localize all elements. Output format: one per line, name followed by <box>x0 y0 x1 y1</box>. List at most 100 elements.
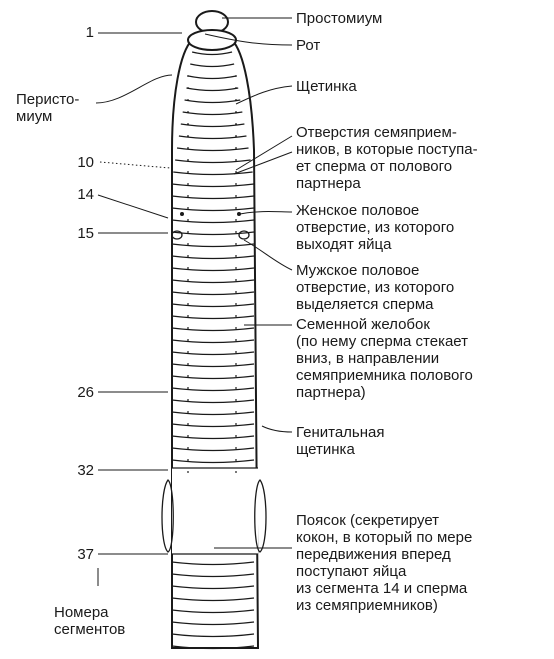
segment-ring <box>171 279 255 284</box>
label-line: миум <box>16 108 52 125</box>
seta <box>235 399 237 401</box>
seta <box>235 123 237 125</box>
seta <box>235 147 237 149</box>
seta <box>235 351 237 353</box>
label-line: Перисто- <box>16 91 79 108</box>
seta <box>235 75 237 77</box>
seta <box>235 279 237 281</box>
seta <box>187 99 189 101</box>
seta <box>187 459 189 461</box>
segment-ring <box>171 585 255 590</box>
segment-number: 37 <box>77 546 94 563</box>
seta <box>235 387 237 389</box>
label-line: сегментов <box>54 621 125 638</box>
seta <box>235 219 237 221</box>
label-line: кокон, в который по мере <box>296 529 472 546</box>
seta <box>187 255 189 257</box>
seta <box>235 207 237 209</box>
label-line: вниз, в направлении <box>296 350 439 367</box>
female-pore-right <box>237 212 241 216</box>
label-line: отверстие, из которого <box>296 219 454 236</box>
female-pore-left <box>180 212 184 216</box>
segment-ring <box>171 327 255 332</box>
label-line: из семяприемников) <box>296 597 438 614</box>
segment-number: 15 <box>77 225 94 242</box>
label-line: ников, в которые поступа- <box>296 141 478 158</box>
seta <box>235 363 237 365</box>
seta <box>235 291 237 293</box>
segment-ring <box>188 75 237 80</box>
seta <box>187 375 189 377</box>
seta <box>235 195 237 197</box>
seta <box>187 315 189 317</box>
label-line: Генитальная <box>296 424 384 441</box>
segment-ring <box>175 159 251 164</box>
seta <box>187 411 189 413</box>
seta <box>187 447 189 449</box>
seta <box>235 255 237 257</box>
segment-ring <box>171 387 255 392</box>
label-peristomium: Перисто-миум <box>16 91 79 125</box>
segment-ring <box>171 459 255 464</box>
segment-ring <box>171 267 255 272</box>
seta <box>187 171 189 173</box>
seta <box>187 423 189 425</box>
segment-ring <box>171 645 255 650</box>
label-seta: Щетинка <box>296 78 357 95</box>
seta <box>187 207 189 209</box>
segment-ring <box>171 597 255 602</box>
segment-ring <box>191 51 233 56</box>
segment-ring <box>171 291 255 296</box>
label-line: ет сперма от полового <box>296 158 452 175</box>
seta <box>235 243 237 245</box>
segment-ring <box>171 255 255 260</box>
segment-ring <box>171 219 255 224</box>
seta <box>235 327 237 329</box>
label-prostomium: Простомиум <box>296 10 382 27</box>
segment-ring <box>178 135 247 140</box>
label-line: Рот <box>296 37 320 54</box>
segment-ring <box>171 633 255 638</box>
segment-ring <box>186 87 239 92</box>
segment-ring <box>171 195 255 200</box>
segment-ring <box>173 171 253 176</box>
segment-ring <box>171 609 255 614</box>
label-spermathecal-pores: Отверстия семяприем-ников, в которые пос… <box>296 124 478 192</box>
clitellum-ridge-right <box>254 479 267 553</box>
label-line: Мужское половое <box>296 262 419 279</box>
seta <box>187 339 189 341</box>
label-line: выделяется сперма <box>296 296 434 313</box>
label-line: поступают яйца <box>296 563 407 580</box>
segment-number: 10 <box>77 154 94 171</box>
seta <box>235 159 237 161</box>
seta <box>187 435 189 437</box>
seta <box>187 471 189 473</box>
seta <box>187 231 189 233</box>
seta <box>187 303 189 305</box>
label-mouth: Рот <box>296 37 320 54</box>
seta <box>187 147 189 149</box>
segment-ring <box>171 561 255 566</box>
segment-ring <box>171 339 255 344</box>
seta <box>235 99 237 101</box>
seta <box>235 303 237 305</box>
seta <box>235 171 237 173</box>
segment-ring <box>176 147 249 152</box>
segment-ring <box>171 375 255 380</box>
seta <box>187 195 189 197</box>
segment-ring <box>171 423 255 428</box>
seta <box>187 279 189 281</box>
seta <box>235 267 237 269</box>
label-line: Простомиум <box>296 10 382 27</box>
segment-ring <box>171 411 255 416</box>
seta <box>235 423 237 425</box>
label-line: партнера <box>296 175 361 192</box>
male-pore-right <box>238 230 250 240</box>
label-line: Поясок (секретирует <box>296 512 439 529</box>
seta <box>235 339 237 341</box>
